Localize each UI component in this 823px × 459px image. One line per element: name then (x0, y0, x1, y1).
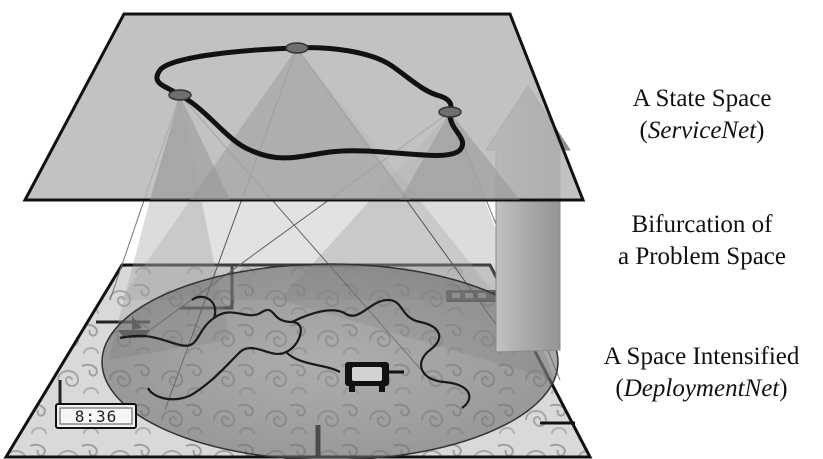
label-state-space: A State Space (ServiceNet) (596, 83, 808, 147)
label-space-intensified: A Space Intensified (DeploymentNet) (580, 341, 823, 405)
state-node (439, 107, 461, 117)
label-bifurcation-line1: Bifurcation of (596, 209, 808, 241)
paren-open: ( (615, 375, 623, 402)
paren-close: ) (779, 375, 787, 402)
label-bifurcation-line2: a Problem Space (596, 241, 808, 273)
label-state-space-line2: (ServiceNet) (596, 115, 808, 147)
label-state-space-line1: A State Space (596, 83, 808, 115)
label-space-intensified-line2: (DeploymentNet) (580, 373, 823, 405)
disc-area (102, 264, 558, 459)
state-node (286, 43, 308, 53)
clock-text: 8:36 (75, 407, 118, 426)
state-node (169, 90, 191, 100)
paren-open: ( (640, 117, 648, 144)
label-deploymentnet: DeploymentNet (624, 375, 780, 402)
label-bifurcation: Bifurcation of a Problem Space (596, 209, 808, 273)
label-space-intensified-line1: A Space Intensified (580, 341, 823, 373)
paren-close: ) (756, 117, 764, 144)
deployment-disc (102, 264, 558, 459)
label-servicenet: ServiceNet (648, 117, 756, 144)
clock-display: 8:36 (56, 404, 136, 428)
upper-plane (25, 14, 583, 200)
